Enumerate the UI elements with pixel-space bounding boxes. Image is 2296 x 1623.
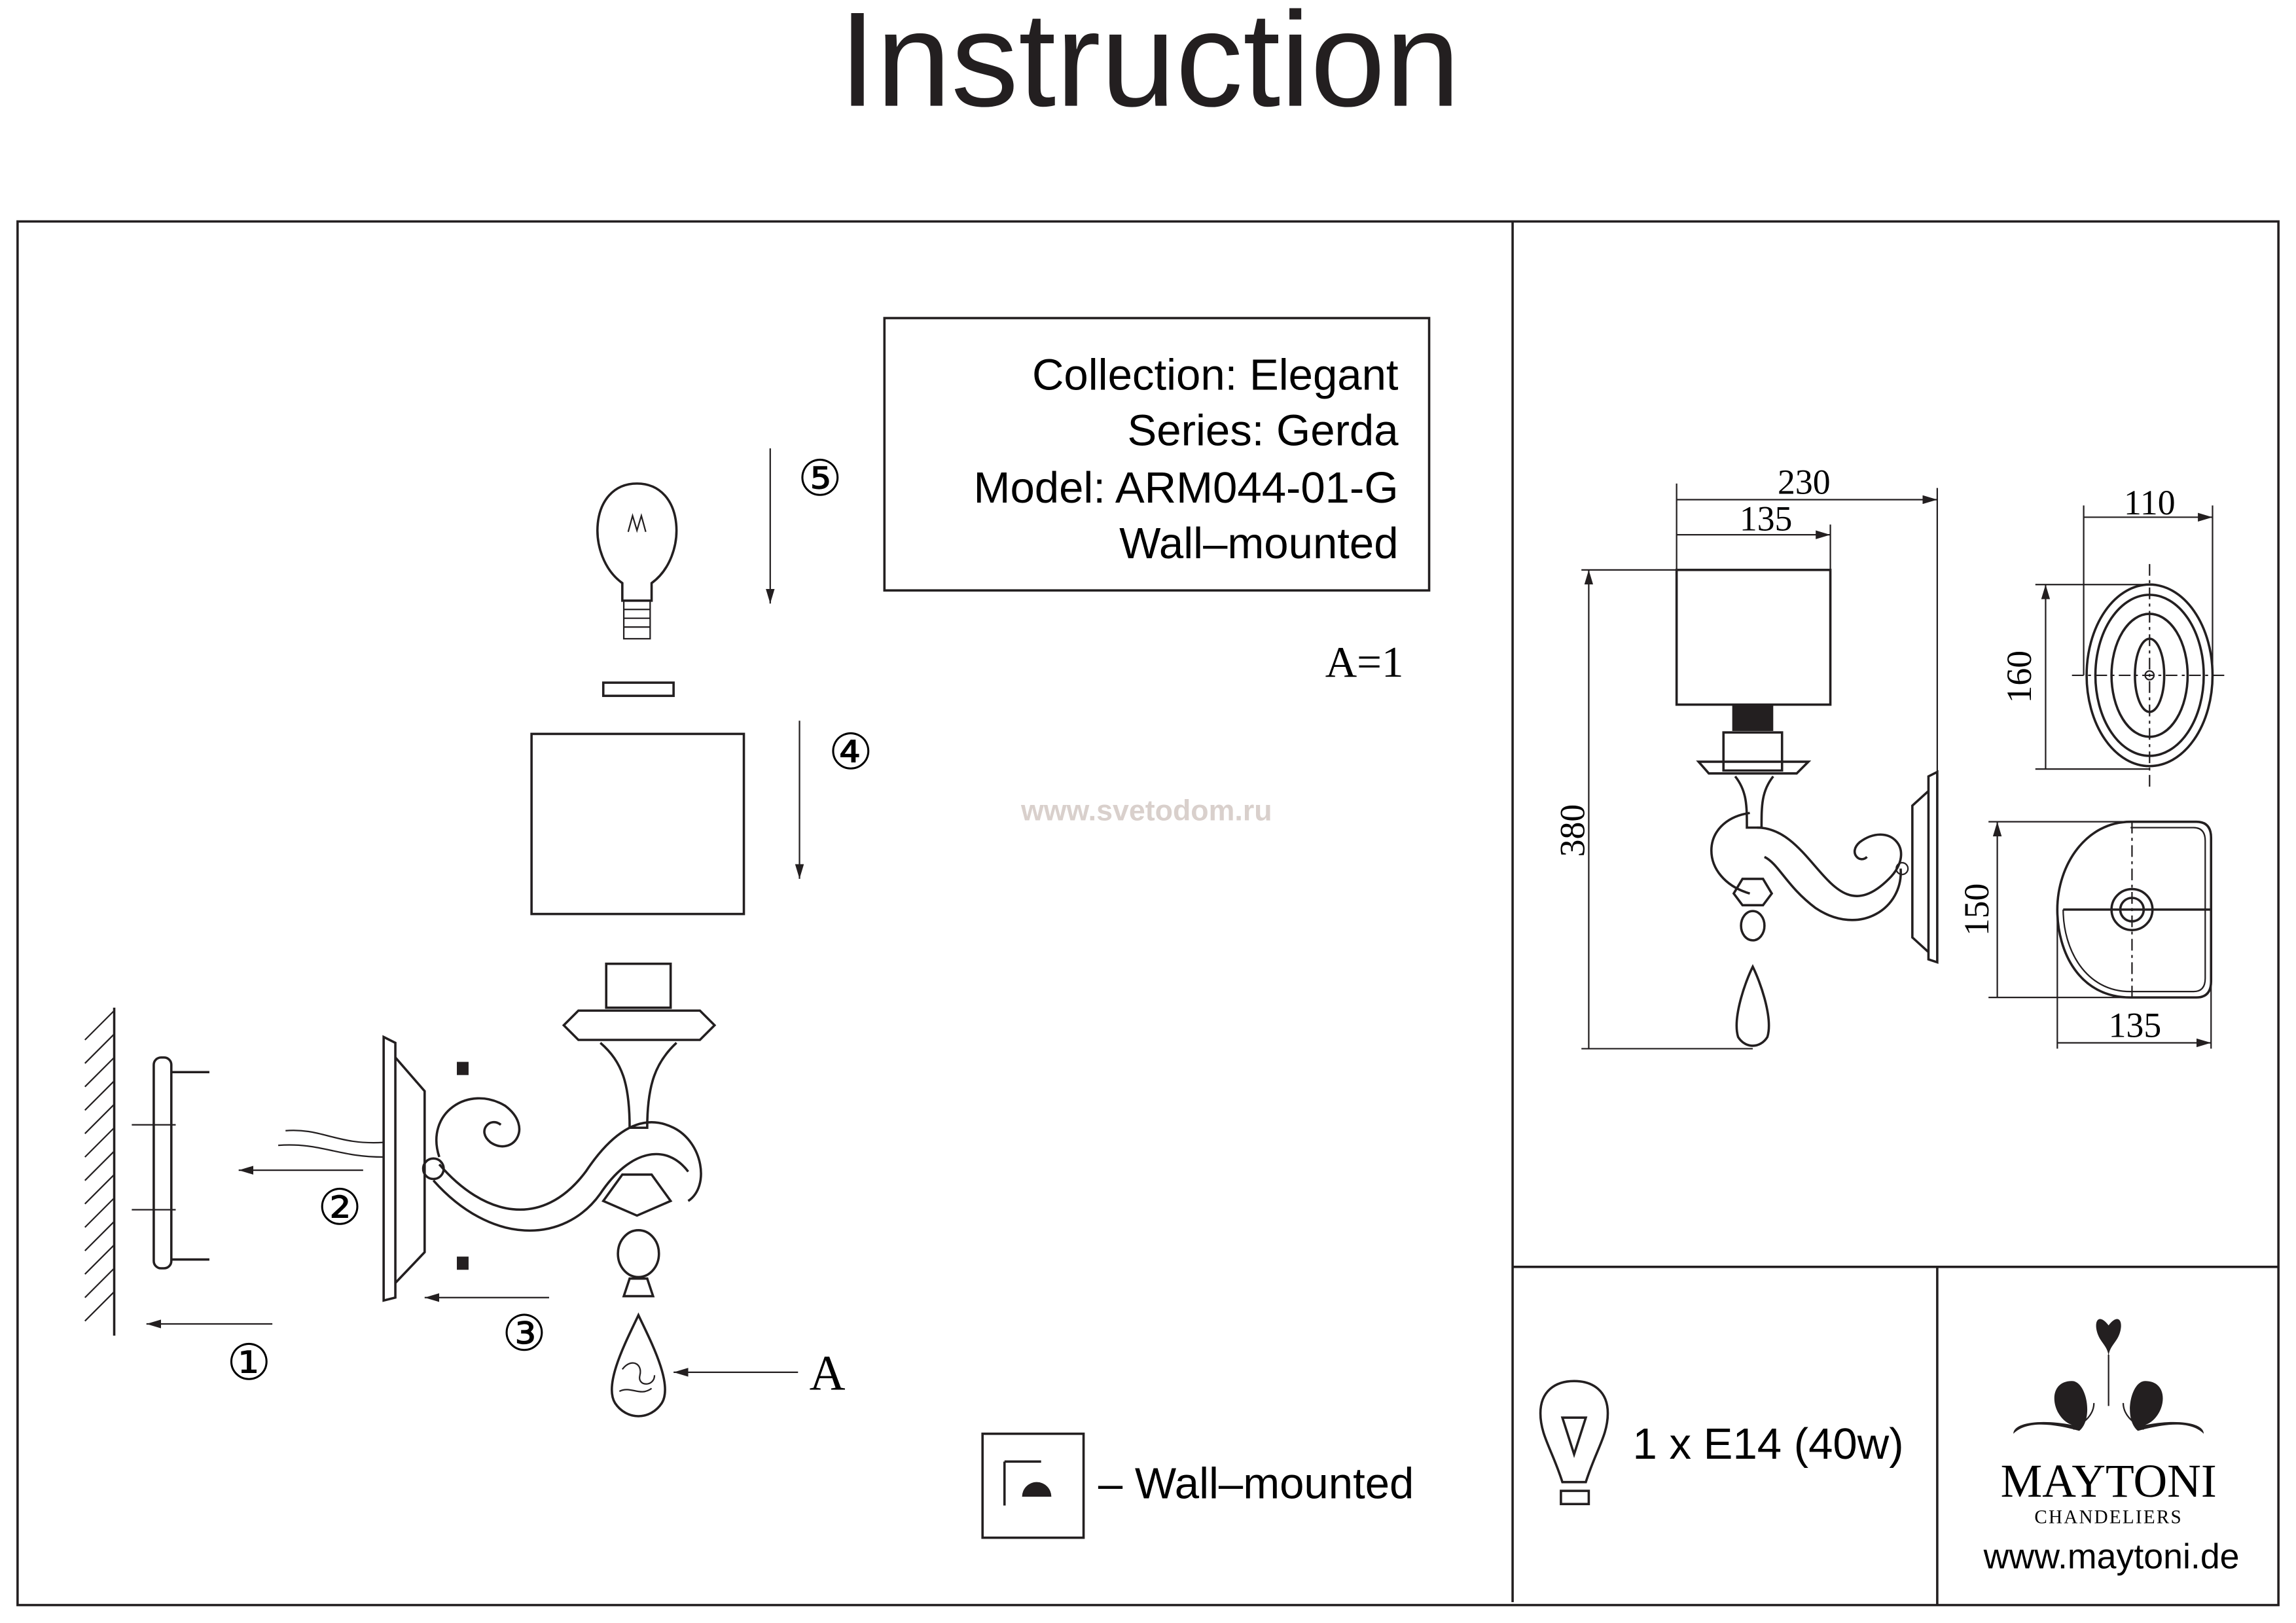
front-dimension-view (1581, 483, 1939, 1050)
socket-ring (601, 681, 675, 698)
step-4-label: ④ (829, 725, 873, 780)
dim-plate-width: 110 (2124, 483, 2176, 522)
bulb-drawing (596, 482, 678, 640)
maytoni-logo (2013, 1319, 2204, 1434)
sconce-drawing (278, 962, 717, 1418)
brand-sub: CHANDELIERS (2034, 1507, 2183, 1527)
page-title: Instruction (838, 0, 1460, 135)
part-a-label: A (810, 1346, 846, 1401)
lamp-shade (530, 732, 745, 916)
model-label: Model: ARM044-01-G (974, 463, 1399, 512)
mounting-label: Wall–mounted (1119, 519, 1398, 568)
watermark: www.svetodom.ru (1020, 794, 1272, 827)
collection-label: Collection: Elegant (1032, 351, 1399, 400)
plate-top-view (2035, 505, 2226, 787)
step-3-label: ③ (502, 1306, 547, 1361)
shade-top-view (1988, 820, 2213, 1049)
mount-legend-text: – Wall–mounted (1098, 1459, 1414, 1508)
step-5-label: ⑤ (798, 452, 842, 507)
brand-name: MAYTONI (2001, 1455, 2217, 1507)
bulb-spec: 1 x E14 (40w) (1633, 1419, 1904, 1469)
wall-mount-icon (981, 1433, 1085, 1539)
bulb-icon (1539, 1380, 1609, 1506)
mounting-bracket (132, 1056, 209, 1270)
part-count: A=1 (1325, 637, 1404, 687)
frame (16, 220, 2280, 1607)
wall-hatching (84, 1007, 116, 1336)
dim-shade-top-width: 135 (2109, 1006, 2162, 1045)
series-label: Series: Gerda (1128, 406, 1399, 455)
dim-shade-depth: 150 (1957, 883, 1996, 936)
dim-plate-height: 160 (2000, 651, 2039, 704)
dim-shade-width: 135 (1740, 499, 1793, 538)
dim-overall-width: 230 (1778, 463, 1831, 502)
step-1-label: ① (226, 1336, 271, 1391)
step-2-label: ② (317, 1181, 362, 1236)
dim-height: 380 (1553, 804, 1592, 857)
brand-url: www.maytoni.de (1983, 1537, 2240, 1577)
info-box: Collection: Elegant Series: Gerda Model:… (883, 317, 1431, 592)
